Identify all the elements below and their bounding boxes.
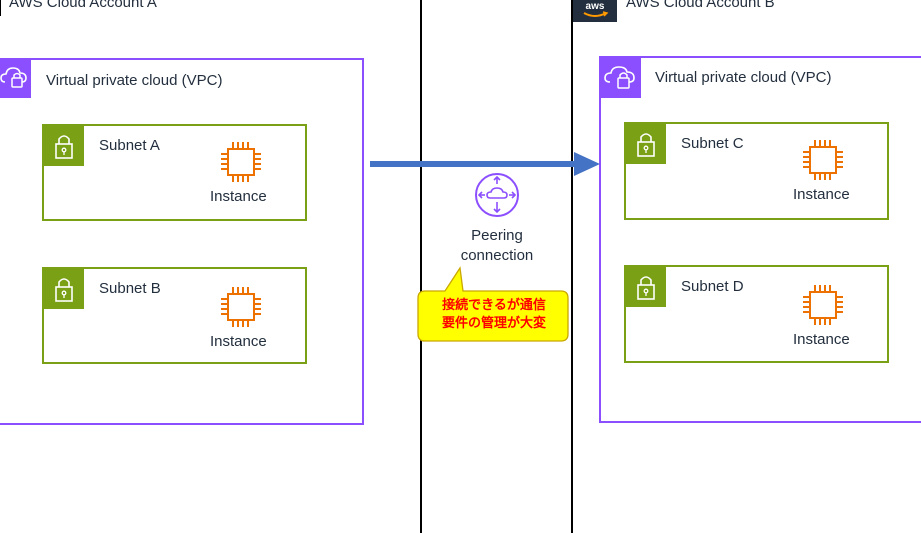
callout-bubble xyxy=(417,266,569,342)
vpc-a-box: Virtual private cloud (VPC) Subnet A Ins… xyxy=(0,58,364,425)
instance-label: Instance xyxy=(210,188,267,205)
subnet-b-label: Subnet B xyxy=(99,280,161,297)
subnet-d-label: Subnet D xyxy=(681,278,744,295)
peering-arrow xyxy=(370,152,600,176)
ec2-instance-chip-icon xyxy=(221,142,261,182)
peering-label-line1: Peering xyxy=(471,227,523,244)
peering-connection-icon xyxy=(475,173,519,217)
aws-logo-icon: aws xyxy=(573,0,617,22)
subnet-c-box: Subnet C Instance xyxy=(624,122,889,220)
instance-label: Instance xyxy=(793,331,850,348)
subnet-d-box: Subnet D Instance xyxy=(624,265,889,363)
vpc-b-label: Virtual private cloud (VPC) xyxy=(655,69,832,86)
aws-logo-text: aws xyxy=(586,1,605,12)
account-b-title: AWS Cloud Account B xyxy=(626,0,775,11)
vpc-a-label: Virtual private cloud (VPC) xyxy=(46,72,223,89)
instance-label: Instance xyxy=(210,333,267,350)
ec2-instance-chip-icon xyxy=(803,285,843,325)
account-a-border-left xyxy=(0,0,1,16)
subnet-c-label: Subnet C xyxy=(681,135,744,152)
ec2-instance-chip-icon xyxy=(221,287,261,327)
account-a-border-right xyxy=(420,0,422,533)
callout-line1: 接続できるが通信 xyxy=(442,297,546,312)
account-a-title: AWS Cloud Account A xyxy=(9,0,157,11)
padlock-icon xyxy=(44,269,84,309)
vpc-cloud-lock-icon xyxy=(601,58,641,98)
peering-label-line2: connection xyxy=(460,247,534,264)
ec2-instance-chip-icon xyxy=(803,140,843,180)
vpc-b-box: Virtual private cloud (VPC) Subnet C Ins… xyxy=(599,56,921,423)
callout-line2: 要件の管理が大変 xyxy=(441,315,546,330)
padlock-icon xyxy=(626,267,666,307)
subnet-a-box: Subnet A Instance xyxy=(42,124,307,221)
subnet-b-box: Subnet B Instance xyxy=(42,267,307,364)
subnet-a-label: Subnet A xyxy=(99,137,160,154)
callout-text: 接続できるが通信 要件の管理が大変 xyxy=(418,296,570,332)
padlock-icon xyxy=(626,124,666,164)
instance-label: Instance xyxy=(793,186,850,203)
peering-connection-label: Peering connection xyxy=(447,226,547,266)
vpc-cloud-lock-icon xyxy=(0,60,31,98)
account-b-border-left xyxy=(571,0,573,533)
padlock-icon xyxy=(44,126,84,166)
